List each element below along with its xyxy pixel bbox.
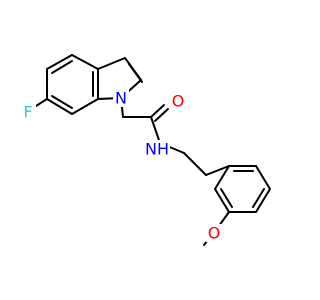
bond [255, 188, 271, 213]
bond [51, 60, 73, 74]
ether-oxygen-atom: O [206, 224, 222, 243]
bond [128, 63, 143, 83]
carbonyl-oxygen-label: O [172, 92, 185, 111]
bond [46, 54, 73, 70]
bond [252, 188, 265, 208]
bond [46, 98, 73, 115]
bond [71, 98, 99, 115]
indole-nitrogen-atom: N [113, 89, 129, 108]
bond [183, 152, 207, 176]
bond [214, 188, 230, 213]
bond [71, 54, 99, 70]
bond [97, 57, 126, 70]
atom-labels: F N O NH O [20, 89, 222, 243]
bond [220, 188, 233, 208]
amide-nh-atom: NH [144, 140, 170, 159]
bond [214, 165, 230, 190]
bond [150, 104, 165, 118]
bond [255, 165, 271, 190]
bond [154, 108, 169, 122]
bond [150, 116, 161, 144]
bond [51, 95, 73, 109]
indole-nitrogen-label: N [115, 89, 127, 108]
bond [205, 165, 230, 176]
carbonyl-oxygen-atom: O [170, 92, 186, 111]
molecule-structure: F N O NH O [20, 54, 271, 246]
amide-nh-label: NH [145, 140, 169, 159]
fluorine-label: F [23, 103, 32, 122]
ether-oxygen-label: O [208, 224, 221, 243]
fluorine-atom: F [20, 103, 36, 122]
